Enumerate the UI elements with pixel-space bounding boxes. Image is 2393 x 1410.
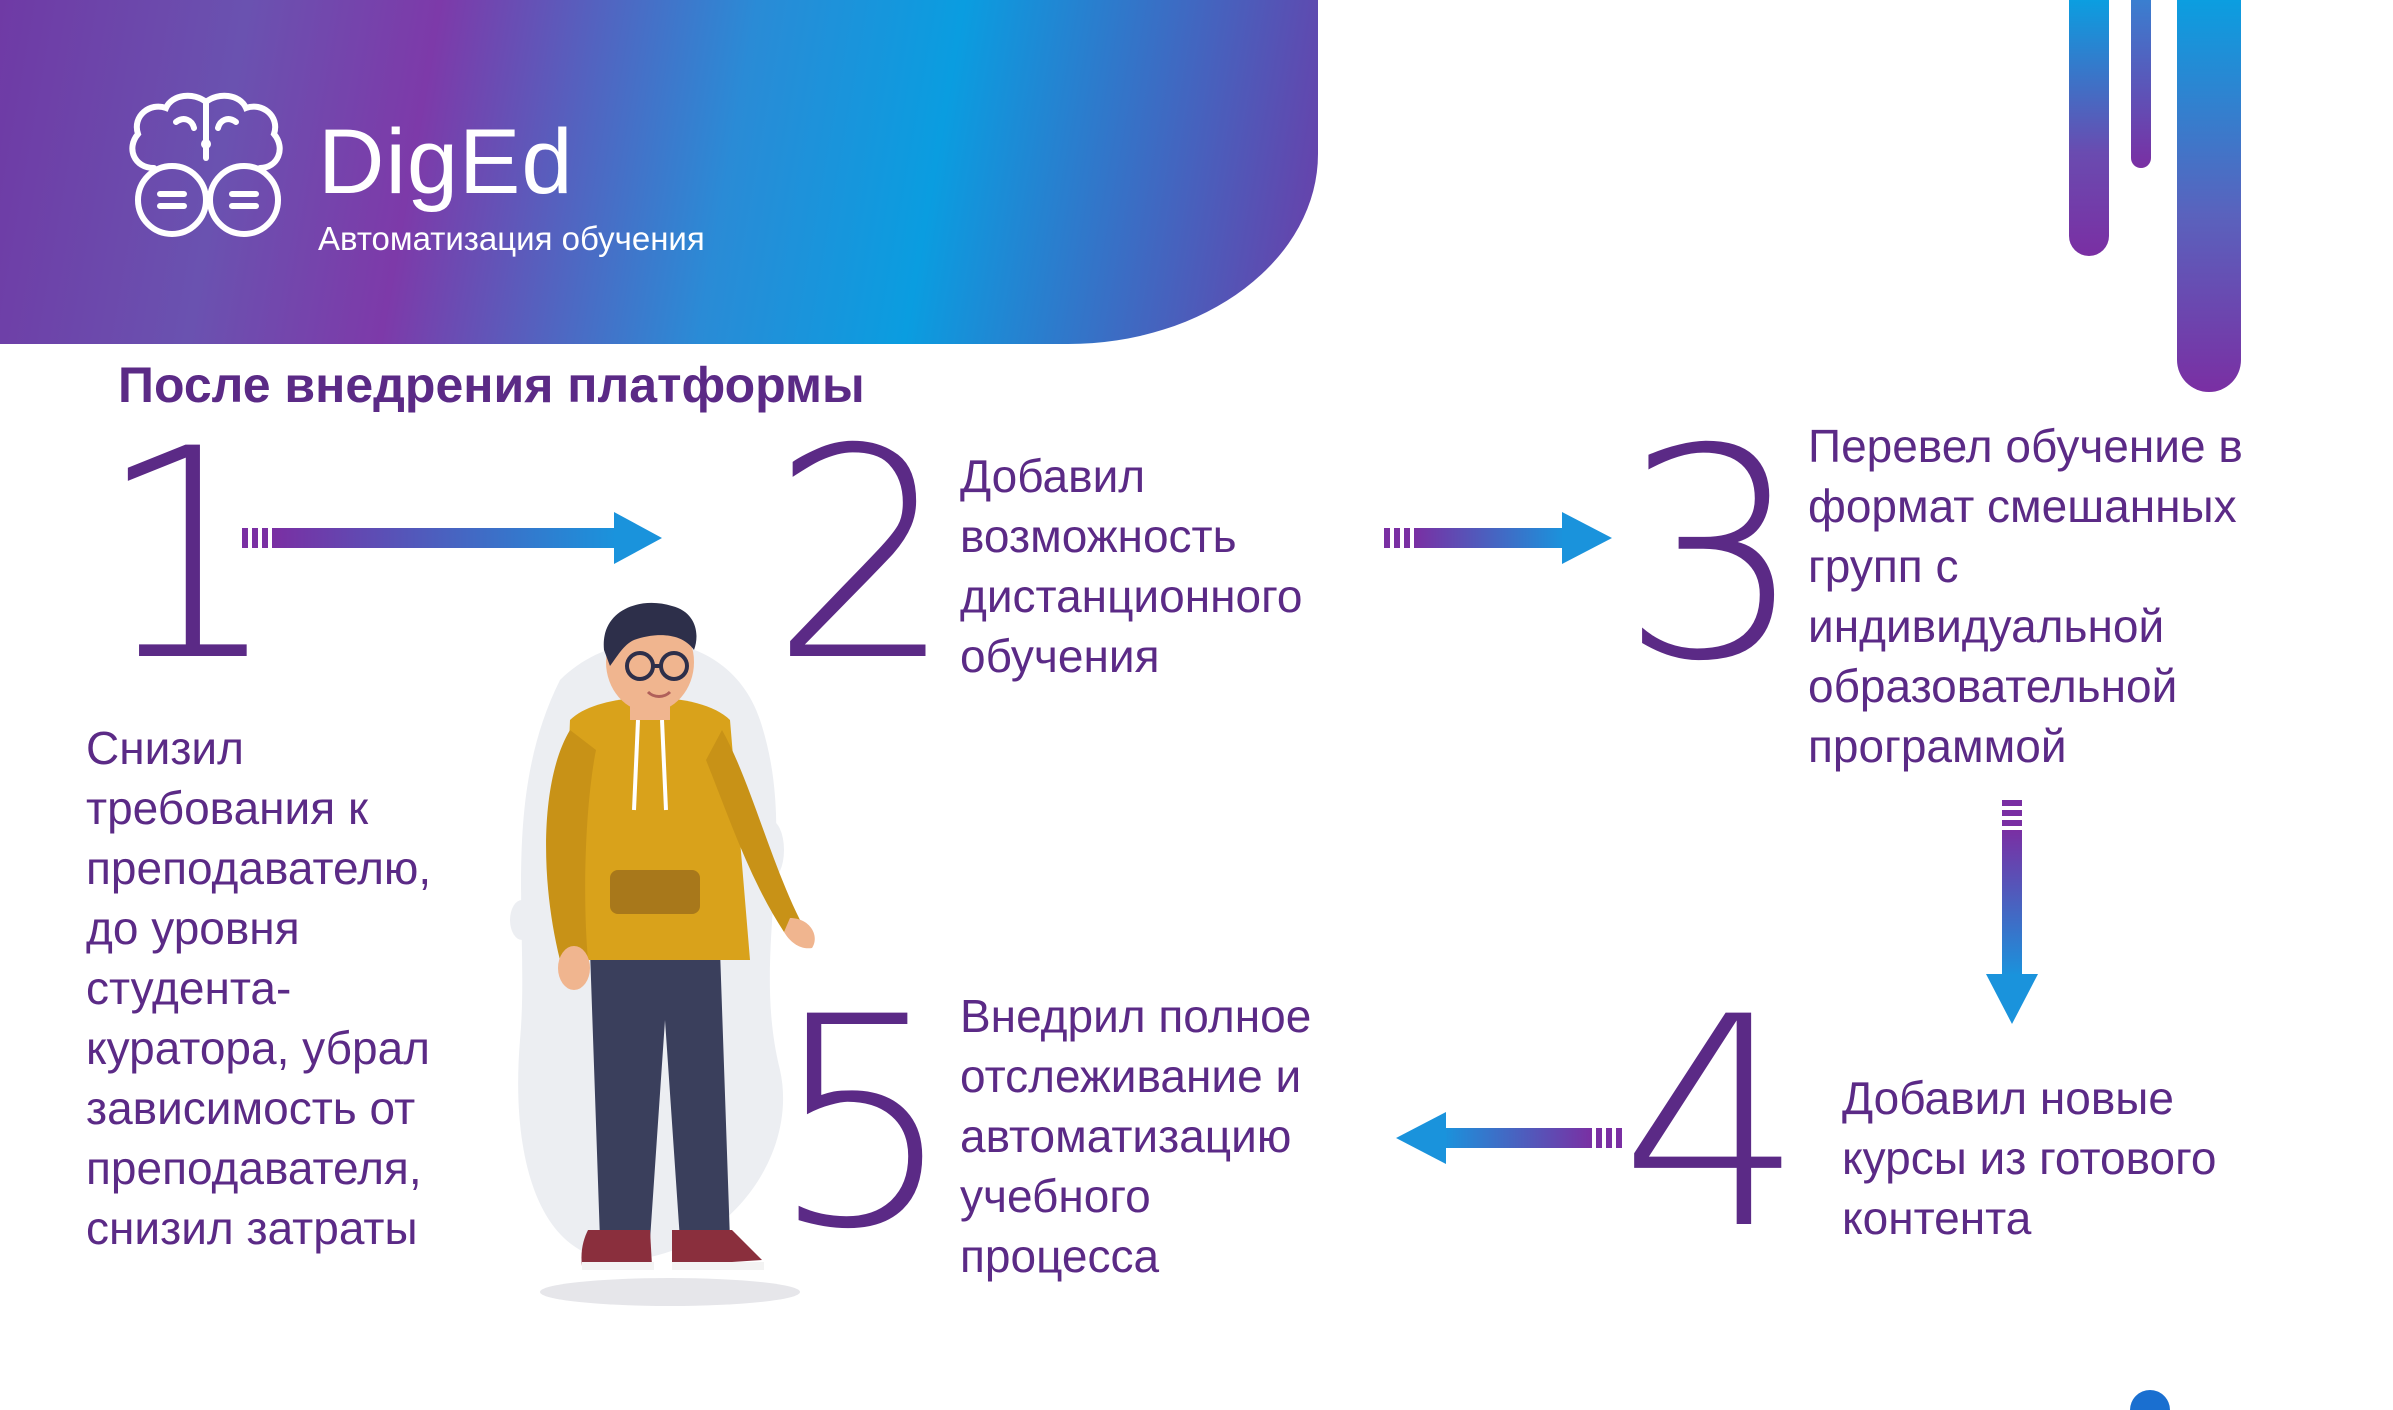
brand-tagline: Автоматизация обучения — [318, 220, 705, 257]
arrow-1-to-2-icon — [242, 512, 662, 564]
brain-glasses-logo-icon — [129, 92, 283, 237]
step-3-number: 3 — [1620, 388, 1805, 725]
header-banner — [0, 0, 1318, 344]
decor-bar-2 — [2131, 0, 2151, 168]
page-title: После внедрения платформы — [118, 357, 865, 413]
step-2-number: 2 — [770, 388, 955, 725]
step-1-text: Снизил требования к преподавателю, до ур… — [86, 722, 432, 1254]
step-2-text: Добавил возможность дистанционного обуче… — [960, 450, 1303, 682]
brand-name: DigEd — [318, 111, 574, 213]
step-3-text: Перевел обучение в формат смешанных груп… — [1808, 420, 2243, 772]
arrow-2-to-3-icon — [1384, 512, 1612, 564]
step-4-text: Добавил новые курсы из готового контента — [1842, 1072, 2217, 1244]
decor-corner-shape — [2130, 1390, 2170, 1410]
step-4-number: 4 — [1620, 956, 1805, 1293]
step-1-number: 1 — [96, 388, 281, 725]
decor-bar-3 — [2177, 0, 2241, 392]
arrow-3-to-4-icon — [1986, 800, 2038, 1024]
arrow-4-to-5-icon — [1396, 1112, 1622, 1164]
step-5-number: 5 — [770, 956, 955, 1293]
decor-bar-1 — [2069, 0, 2109, 256]
step-5-text: Внедрил полное отслеживание и автоматиза… — [960, 990, 1312, 1282]
young-man-illustration — [510, 602, 815, 1306]
